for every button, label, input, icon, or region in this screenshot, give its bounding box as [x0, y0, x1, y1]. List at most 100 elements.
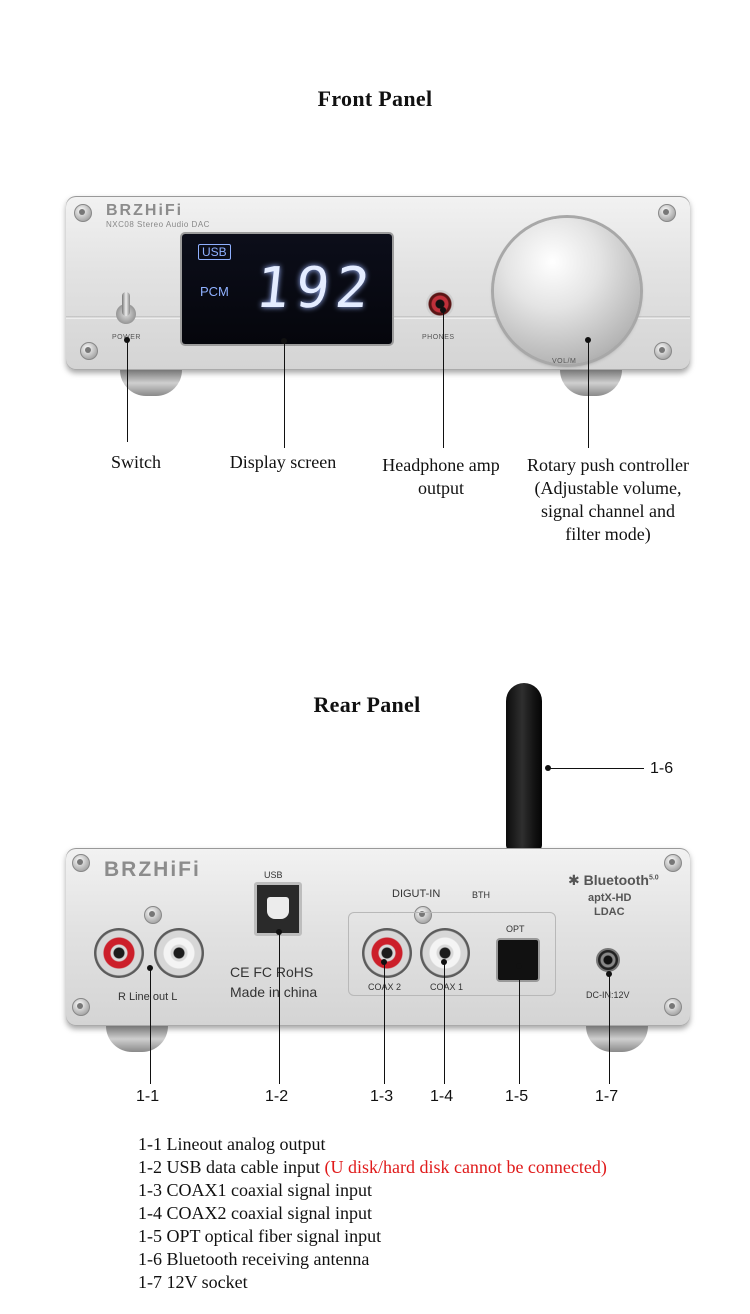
headphone-leader-dot: [440, 307, 446, 313]
rear-panel-device: BRZHiFi R Line out L USB CE FC RoHS Made…: [66, 848, 690, 1052]
bluetooth-text: Bluetooth: [583, 872, 649, 888]
rear-panel-title: Rear Panel: [313, 692, 421, 717]
leader-line-1-5: [519, 966, 521, 1084]
bth-label: BTH: [472, 890, 490, 900]
vol-label: VOL/M: [552, 358, 577, 365]
bluetooth-logo: ✱ Bluetooth5.0: [568, 872, 659, 889]
screw-icon: [664, 854, 682, 872]
bluetooth-antenna: [500, 683, 550, 913]
bluetooth-version: 5.0: [648, 874, 659, 882]
digital-input-frame: [348, 912, 556, 996]
callout-number-1-7: 1-7: [595, 1088, 619, 1105]
headphone-leader-line: [443, 310, 445, 448]
bluetooth-icon: ✱: [568, 872, 580, 888]
display-callout: Display screen: [229, 452, 337, 472]
port-legend: 1-1 Lineout analog output 1-2 USB data c…: [138, 1133, 607, 1294]
callout-number-1-6: 1-6: [650, 760, 674, 777]
screw-icon: [80, 342, 98, 360]
usb-b-port[interactable]: [254, 882, 302, 936]
rear-brand-logo: BRZHiFi: [104, 858, 201, 881]
lineout-label: R Line out L: [118, 991, 178, 1003]
callout-number-1-4: 1-4: [430, 1088, 454, 1105]
device-foot: [560, 370, 622, 396]
leader-dot-1-5: [516, 963, 522, 969]
screw-icon: [72, 854, 90, 872]
usb-label: USB: [264, 870, 283, 880]
made-in-text: Made in china: [230, 984, 318, 1000]
dc-power-socket[interactable]: [596, 948, 620, 972]
screw-icon: [654, 342, 672, 360]
screw-icon: [144, 906, 162, 924]
leader-dot-1-3: [381, 959, 387, 965]
display-screen: USB PCM 192: [182, 234, 392, 344]
rotary-leader-dot: [585, 337, 591, 343]
cert-marks: CE FC RoHS: [230, 964, 314, 980]
codec-aptx: aptX-HD: [588, 892, 632, 904]
display-leader-line: [284, 341, 286, 448]
leader-line-1-3: [384, 962, 386, 1084]
leader-line-1-4: [444, 962, 446, 1084]
rotary-leader-line: [588, 340, 590, 448]
leader-dot-1-4: [441, 959, 447, 965]
callout-number-1-1: 1-1: [136, 1088, 160, 1105]
digut-in-label: DIGUT-IN: [392, 888, 441, 900]
phones-label: PHONES: [422, 334, 455, 341]
screw-icon: [72, 998, 90, 1016]
headphone-callout-line: Headphone amp: [382, 455, 500, 475]
screw-icon: [74, 204, 92, 222]
volume-knob[interactable]: [494, 218, 640, 364]
legend-item: 1-7 12V socket: [138, 1272, 248, 1292]
display-sample-rate: 192: [252, 256, 379, 321]
front-brand-logo: BRZHiFi: [106, 202, 184, 219]
front-panel-device: BRZHiFi NXC08 Stereo Audio DAC USB PCM 1…: [66, 196, 690, 396]
leader-line-1-2: [279, 932, 281, 1084]
legend-item: 1-2 USB data cable input (U disk/hard di…: [138, 1156, 607, 1179]
screw-icon: [414, 906, 432, 924]
screw-icon: [664, 998, 682, 1016]
leader-dot-1-2: [276, 929, 282, 935]
callout-number-1-2: 1-2: [265, 1088, 289, 1105]
leader-dot-1-7: [606, 971, 612, 977]
opt-label: OPT: [506, 924, 525, 934]
screw-icon: [658, 204, 676, 222]
rotary-callout-line: Rotary push controller: [527, 455, 689, 475]
optical-port[interactable]: [496, 938, 540, 982]
coax2-jack[interactable]: [362, 928, 412, 978]
display-leader-dot: [281, 338, 287, 344]
coax1-label: COAX 1: [430, 982, 464, 992]
device-foot: [106, 1026, 168, 1052]
rotary-callout-line: filter mode): [565, 524, 651, 544]
display-format-indicator: PCM: [200, 284, 229, 299]
lineout-left-jack[interactable]: [154, 928, 204, 978]
switch-lever-icon: [122, 292, 130, 316]
leader-line-1-1: [150, 968, 152, 1084]
headphone-callout: Headphone amp output: [360, 454, 522, 500]
codec-ldac: LDAC: [594, 906, 625, 918]
callout-number-1-3: 1-3: [370, 1088, 394, 1105]
legend-item: 1-6 Bluetooth receiving antenna: [138, 1249, 370, 1269]
legend-item: 1-5 OPT optical fiber signal input: [138, 1226, 382, 1246]
device-foot: [120, 370, 182, 396]
display-input-indicator: USB: [198, 244, 231, 260]
leader-dot-1-1: [147, 965, 153, 971]
front-panel-title: Front Panel: [317, 86, 433, 111]
power-switch[interactable]: [114, 292, 138, 326]
rotary-callout-line: (Adjustable volume,: [534, 478, 682, 498]
rotary-callout: Rotary push controller (Adjustable volum…: [508, 454, 708, 546]
rotary-callout-line: signal channel and: [541, 501, 675, 521]
legend-item: 1-4 COAX2 coaxial signal input: [138, 1203, 372, 1223]
callout-number-1-5: 1-5: [505, 1088, 529, 1105]
usb-warning-text: (U disk/hard disk cannot be connected): [324, 1157, 607, 1177]
antenna-rod: [506, 683, 542, 851]
switch-leader-dot: [124, 337, 130, 343]
antenna-leader-dot: [545, 765, 551, 771]
switch-leader-line: [127, 340, 129, 442]
device-foot: [586, 1026, 648, 1052]
dc-in-label: DC-IN:12V: [586, 990, 630, 1000]
legend-item: 1-3 COAX1 coaxial signal input: [138, 1180, 372, 1200]
legend-item: 1-1 Lineout analog output: [138, 1134, 326, 1154]
headphone-callout-line: output: [417, 478, 464, 498]
lineout-right-jack[interactable]: [94, 928, 144, 978]
legend-item-text: 1-2 USB data cable input: [138, 1157, 325, 1177]
headphone-jack[interactable]: [426, 290, 454, 318]
